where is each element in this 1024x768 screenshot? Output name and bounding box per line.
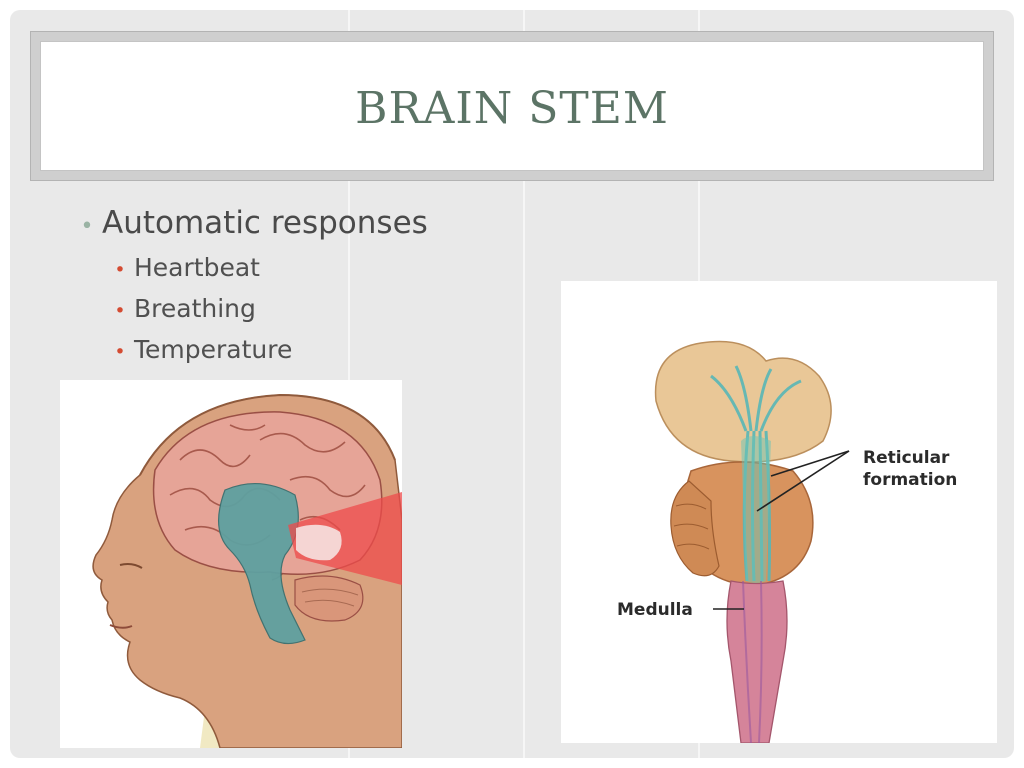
- upper-lobes-shape: [654, 340, 832, 463]
- brainstem-diagram: Reticular formation Medulla: [561, 281, 997, 743]
- sub-bullet-point-icon: •: [114, 300, 126, 322]
- brain-stem-shape: [217, 482, 306, 645]
- head-brain-svg: [92, 393, 402, 748]
- title-box: BRAIN STEM: [40, 41, 984, 171]
- slide-title: BRAIN STEM: [355, 82, 669, 134]
- background-stripe: [523, 10, 525, 758]
- bullet-point-icon: •: [80, 214, 94, 239]
- label-medulla: Medulla: [617, 600, 693, 620]
- head-brain-illustration: [60, 380, 402, 748]
- sub-bullet-text: Breathing: [134, 294, 256, 323]
- sub-bullet-point-icon: •: [114, 259, 126, 281]
- title-frame: BRAIN STEM: [30, 31, 994, 181]
- sub-bullet-item-temperature: • Temperature: [106, 335, 428, 376]
- label-reticular-line2: formation: [863, 470, 957, 490]
- eye-icon: [119, 563, 143, 569]
- highlight-core: [296, 524, 342, 561]
- bullet-list: • Automatic responses • Heartbeat • Brea…: [72, 205, 428, 376]
- highlight-wedge: [288, 492, 402, 585]
- brainstem-svg: Reticular formation Medulla: [617, 340, 957, 743]
- label-reticular-line1: Reticular: [863, 448, 950, 468]
- slide: BRAIN STEM • Automatic responses • Heart…: [10, 10, 1014, 758]
- sub-bullet-text: Temperature: [134, 335, 293, 364]
- sub-bullet-item-heartbeat: • Heartbeat: [106, 253, 428, 294]
- scalp-outline: [139, 393, 396, 476]
- bullet-item-automatic-responses: • Automatic responses: [72, 205, 428, 253]
- bullet-text: Automatic responses: [102, 205, 428, 241]
- mouth-icon: [109, 624, 133, 629]
- cerebellum-shape: [294, 575, 364, 622]
- sub-bullet-item-breathing: • Breathing: [106, 294, 428, 335]
- sub-bullet-point-icon: •: [114, 341, 126, 363]
- medulla-shape: [726, 580, 788, 743]
- reticular-column: [741, 436, 771, 583]
- label-pointer-lines: [713, 450, 850, 610]
- sub-bullet-text: Heartbeat: [134, 253, 260, 282]
